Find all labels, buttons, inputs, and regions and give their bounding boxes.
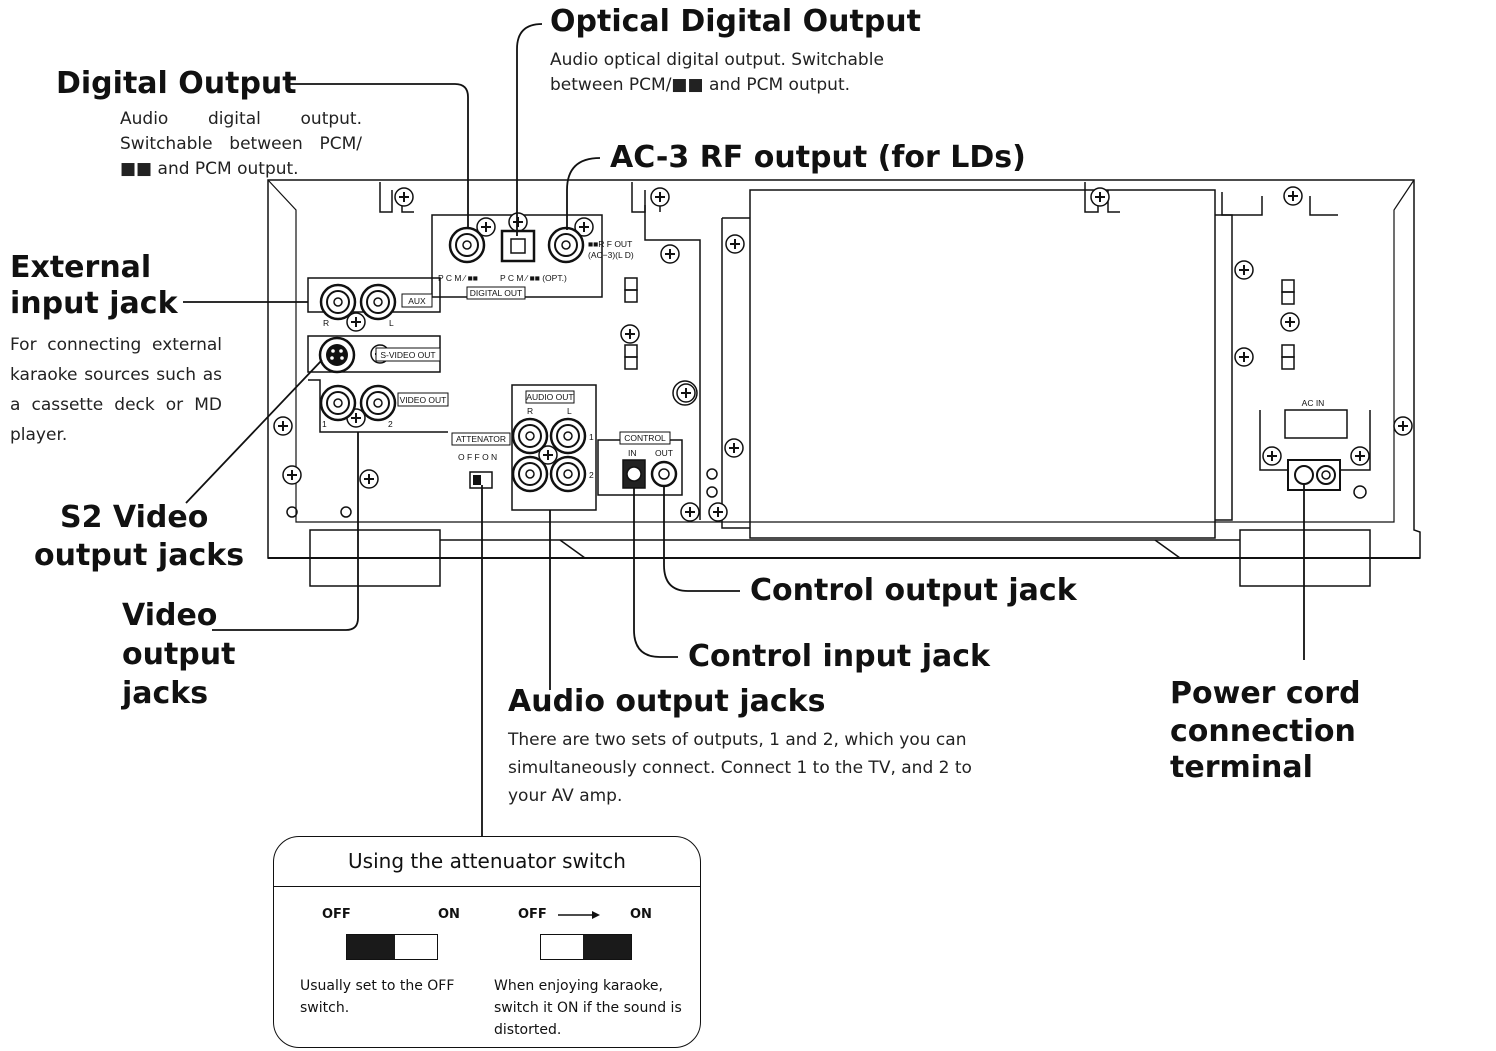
external-input-title-2: input jack: [10, 286, 178, 321]
switch-on-illustration: [540, 934, 632, 960]
external-input-desc: For connecting external karaoke sources …: [10, 335, 222, 445]
left-foot: [309, 529, 441, 587]
switch-off-illustration: [346, 934, 438, 960]
off-on-label: O F F O N: [458, 452, 497, 462]
s2-video-title-2: output jacks: [34, 538, 245, 573]
external-input-title-1: External: [10, 250, 152, 285]
control-jacks: [622, 459, 678, 489]
pcm-coax-label: P C M ∕ ■■: [438, 273, 478, 283]
audio-2l-jack: [549, 455, 587, 493]
aux-l-jack: [359, 283, 397, 321]
ctrl-in-label: IN: [628, 448, 637, 458]
svideo-out-label: S-VIDEO OUT: [380, 350, 435, 360]
digital-output-title: Digital Output: [56, 66, 297, 101]
aux-r-label: R: [323, 318, 329, 328]
control-output-title: Control output jack: [750, 573, 1077, 608]
video-output-title-3: jacks: [122, 676, 209, 711]
audio-output-desc: There are two sets of outputs, 1 and 2, …: [508, 730, 972, 806]
optical-digital-output-desc: Audio optical digital output. Switchable…: [550, 50, 884, 95]
switch-knob-off: [347, 935, 395, 959]
video-output-title-2: output: [122, 637, 236, 672]
audio-out-label: AUDIO OUT: [526, 392, 573, 402]
rf-out-jack: [547, 226, 585, 264]
attenator-label: ATTENATOR: [456, 434, 506, 444]
power-cord-title-2: connection terminal: [1170, 714, 1356, 785]
ac-in-label: AC IN: [1302, 398, 1325, 408]
optical-jack: [500, 229, 536, 263]
aux-l-label: L: [389, 318, 394, 328]
left-caption: Usually set to the OFF switch.: [300, 978, 455, 1016]
attenuator-box-divider: [274, 886, 700, 887]
panel-attenuator-switch: [469, 471, 493, 489]
control-input-title: Control input jack: [688, 639, 990, 674]
left-on-label: ON: [438, 907, 460, 922]
right-off-label: OFF: [518, 907, 547, 922]
switch-knob-on: [583, 935, 631, 959]
power-cord-title-1: Power cord: [1170, 676, 1361, 711]
control-label: CONTROL: [624, 433, 666, 443]
video-output-title-1: Video: [122, 598, 218, 633]
right-on-label: ON: [630, 907, 652, 922]
chassis-outline: [267, 179, 1421, 559]
video-1-label: 1: [322, 419, 327, 429]
s-video-jack: [318, 336, 356, 374]
right-foot: [1239, 529, 1371, 587]
attenuator-info-box: Using the attenuator switch OFF ON Usual…: [273, 836, 701, 1048]
audio-2-label: 2: [589, 470, 594, 480]
digital-output-desc: Audio digital output. Switchable between…: [120, 109, 362, 179]
leader-lines: [183, 23, 1305, 836]
ac3-rf-output-title: AC-3 RF output (for LDs): [610, 140, 1026, 175]
video-out-1-jack: [319, 384, 357, 422]
aux-r-jack: [319, 283, 357, 321]
video-2-label: 2: [388, 419, 393, 429]
audio-output-title: Audio output jacks: [508, 684, 826, 719]
rf-out-sub-label: (AC−3)(L D): [588, 250, 634, 260]
arrow-right-icon: [558, 911, 600, 919]
audio-l-label: L: [567, 406, 572, 416]
ctrl-out-label: OUT: [655, 448, 673, 458]
aux-label: AUX: [408, 296, 426, 306]
audio-out-block: [511, 384, 597, 511]
right-caption: When enjoying karaoke, switch it ON if t…: [494, 978, 682, 1038]
audio-1r-jack: [511, 417, 549, 455]
panel-text: AUX R L S-VIDEO OUT VIDEO OUT 1 2 P C M …: [322, 239, 1324, 480]
screws: [273, 186, 1413, 522]
s2-video-title-1: S2 Video: [60, 500, 209, 535]
video-out-2-jack: [359, 384, 397, 422]
pcm-opt-label: P C M ∕ ■■ (OPT.): [500, 273, 567, 283]
ac-in-socket: [1287, 459, 1341, 491]
audio-1l-jack: [549, 417, 587, 455]
audio-r-label: R: [527, 406, 533, 416]
coax-digital-jack: [448, 226, 486, 264]
audio-2r-jack: [511, 455, 549, 493]
optical-digital-output-title: Optical Digital Output: [550, 4, 921, 39]
video-out-label: VIDEO OUT: [400, 395, 447, 405]
left-off-label: OFF: [322, 907, 351, 922]
attenuator-box-title: Using the attenuator switch: [348, 849, 626, 873]
audio-1-label: 1: [589, 432, 594, 442]
digital-out-label: DIGITAL OUT: [470, 288, 522, 298]
rf-out-label: ■■R F OUT: [588, 239, 632, 249]
